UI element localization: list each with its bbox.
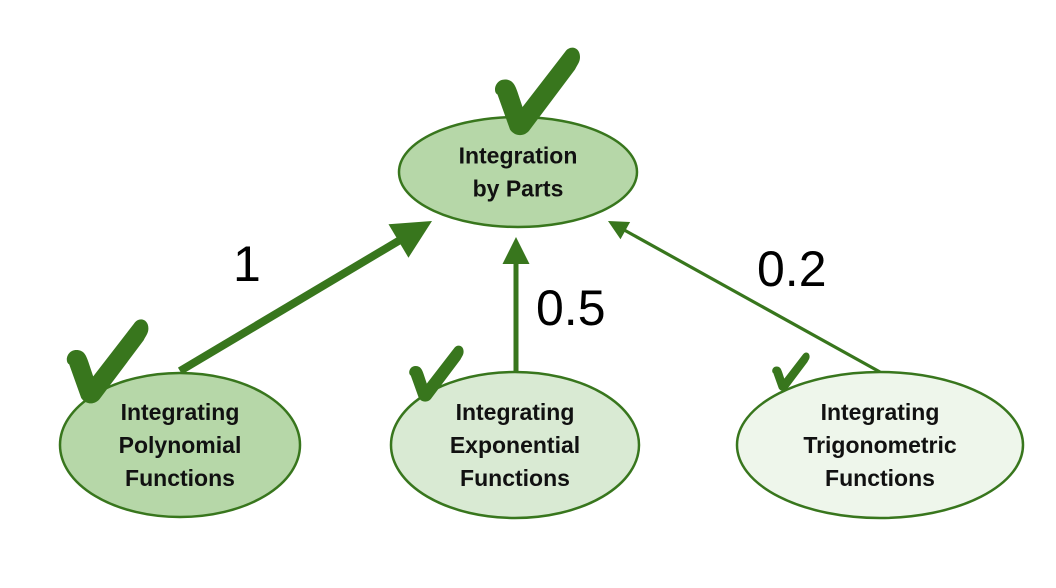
node-parts[interactable]: Integration by Parts [397, 47, 639, 229]
edge-weight-label: 0.5 [536, 280, 606, 336]
edges-layer [177, 221, 881, 375]
node-label-line: Functions [460, 465, 570, 491]
edge-labels-layer: 1 0.5 0.2 [233, 236, 827, 336]
arrowhead-icon [502, 237, 530, 264]
node-label-line: Exponential [450, 432, 580, 458]
edge-polynomial-to-parts [177, 221, 432, 375]
arrowhead-icon [608, 221, 631, 240]
node-label-line: Functions [825, 465, 935, 491]
arrowhead-icon [388, 221, 432, 258]
checkmark-icon [409, 345, 464, 402]
node-label-line: Integration [459, 143, 578, 169]
edge-trigonometric-to-parts [608, 221, 881, 374]
node-ellipse [735, 370, 1025, 520]
node-label-line: Functions [125, 465, 235, 491]
nodes-layer: Integration by PartsIntegratingPolynomial… [58, 47, 1025, 520]
checkmark-icon [772, 352, 810, 391]
node-label-line: Trigonometric [803, 432, 957, 458]
checkmark-icon [66, 319, 149, 404]
node-label-line: Integrating [821, 399, 940, 425]
checkmark-icon [495, 47, 580, 136]
edge-exponential-to-parts [502, 237, 530, 372]
edge-line [622, 228, 881, 374]
edge-weight-label: 0.2 [757, 241, 827, 297]
node-label-line: Polynomial [119, 432, 242, 458]
node-ellipse [389, 370, 641, 520]
edge-line [177, 236, 403, 375]
node-label-line: Integrating [456, 399, 575, 425]
node-label-line: Integrating [121, 399, 240, 425]
edge-weight-label: 1 [233, 236, 261, 292]
node-label-line: by Parts [473, 176, 564, 202]
node-ellipse [58, 371, 302, 519]
